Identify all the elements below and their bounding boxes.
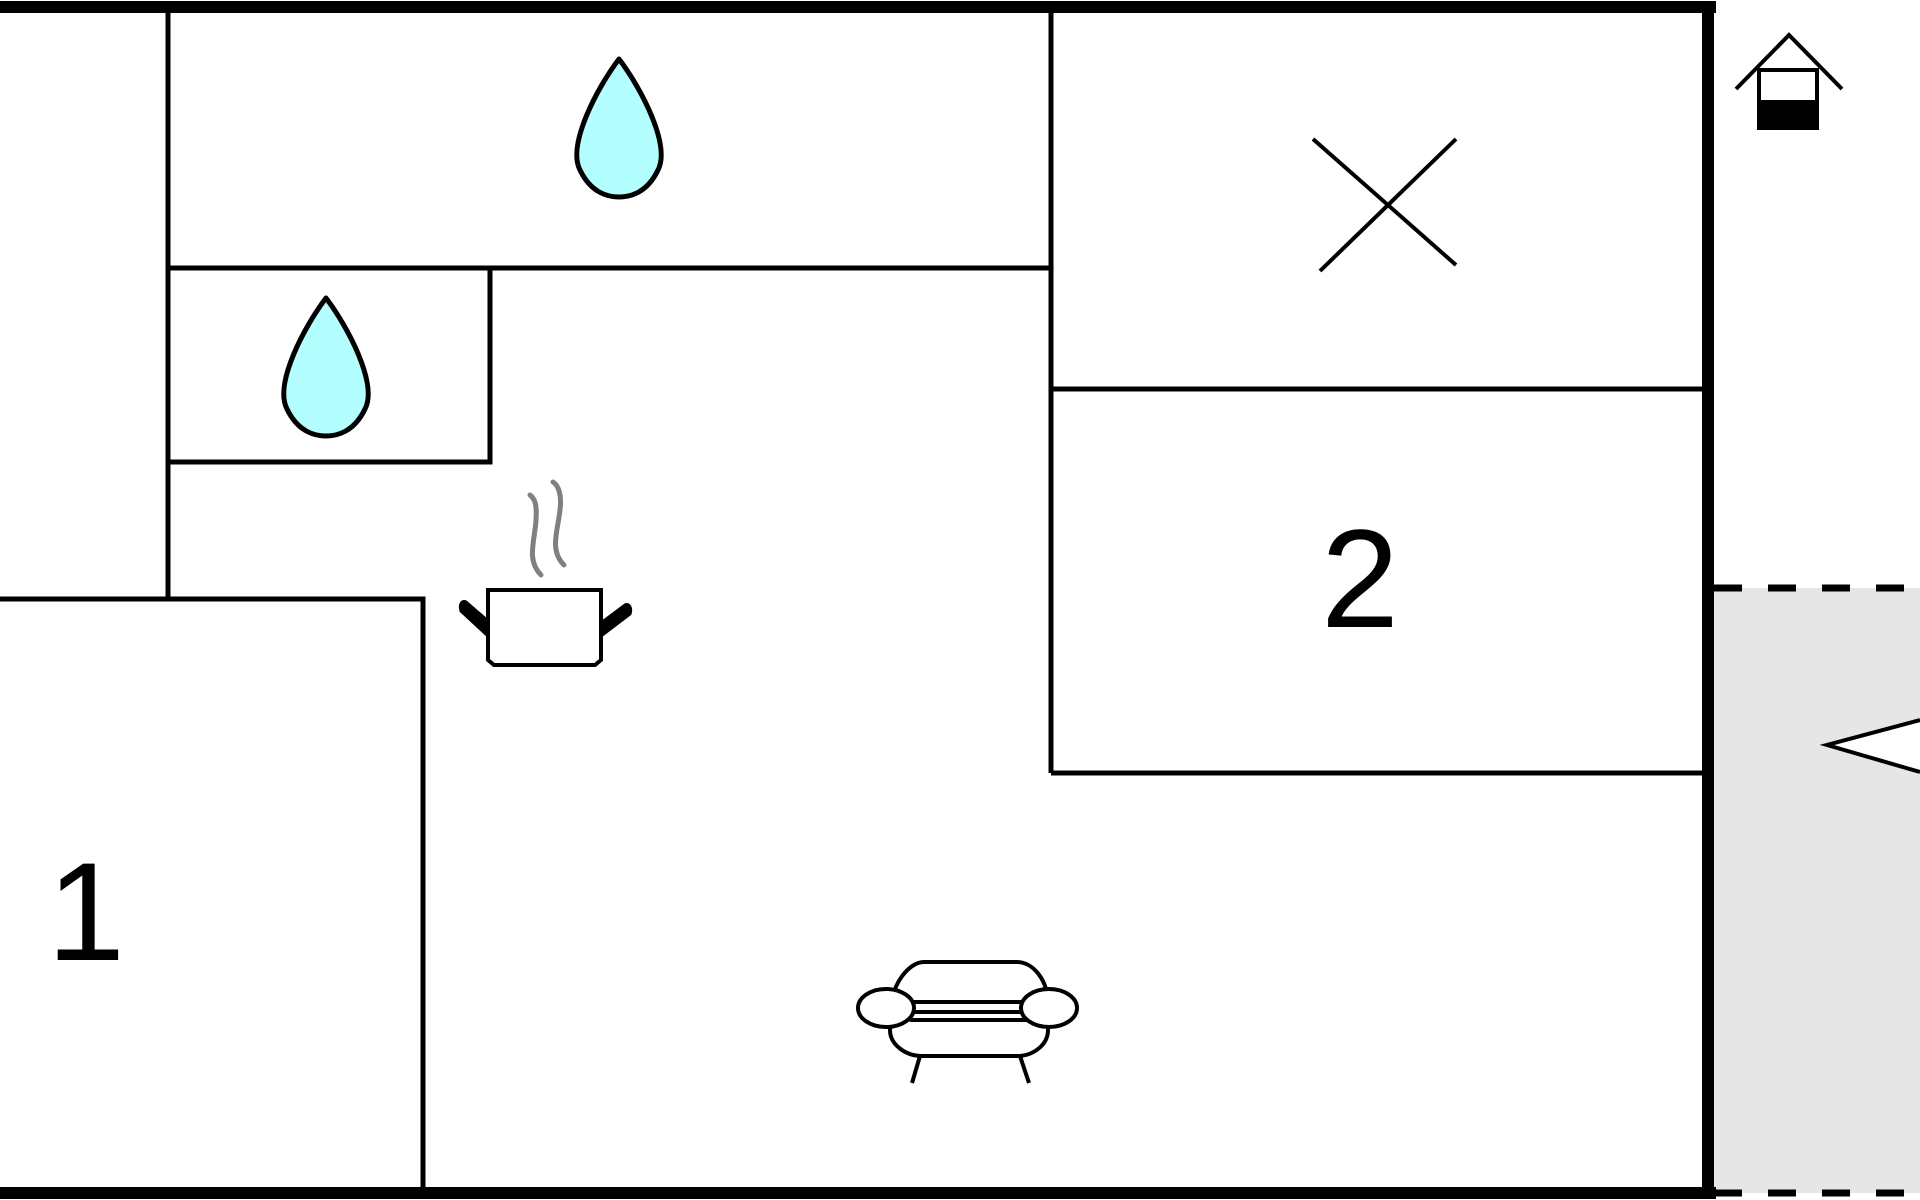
steam-line [550, 479, 567, 568]
water-drop-icon [574, 56, 664, 200]
water-drop-icon [281, 295, 371, 439]
room-number-2: 2 [1321, 500, 1399, 657]
interior-walls [0, 7, 1708, 1193]
house-entrance-icon [1734, 32, 1844, 130]
cooking-pot-icon [458, 479, 633, 667]
terrace-arrow-icon [1819, 718, 1920, 774]
sofa-icon [856, 960, 1079, 1084]
room-number-1: 1 [47, 833, 125, 990]
terrace-area [1714, 588, 1920, 1193]
cross-mark-icon [1311, 137, 1458, 273]
steam-line [527, 492, 544, 578]
